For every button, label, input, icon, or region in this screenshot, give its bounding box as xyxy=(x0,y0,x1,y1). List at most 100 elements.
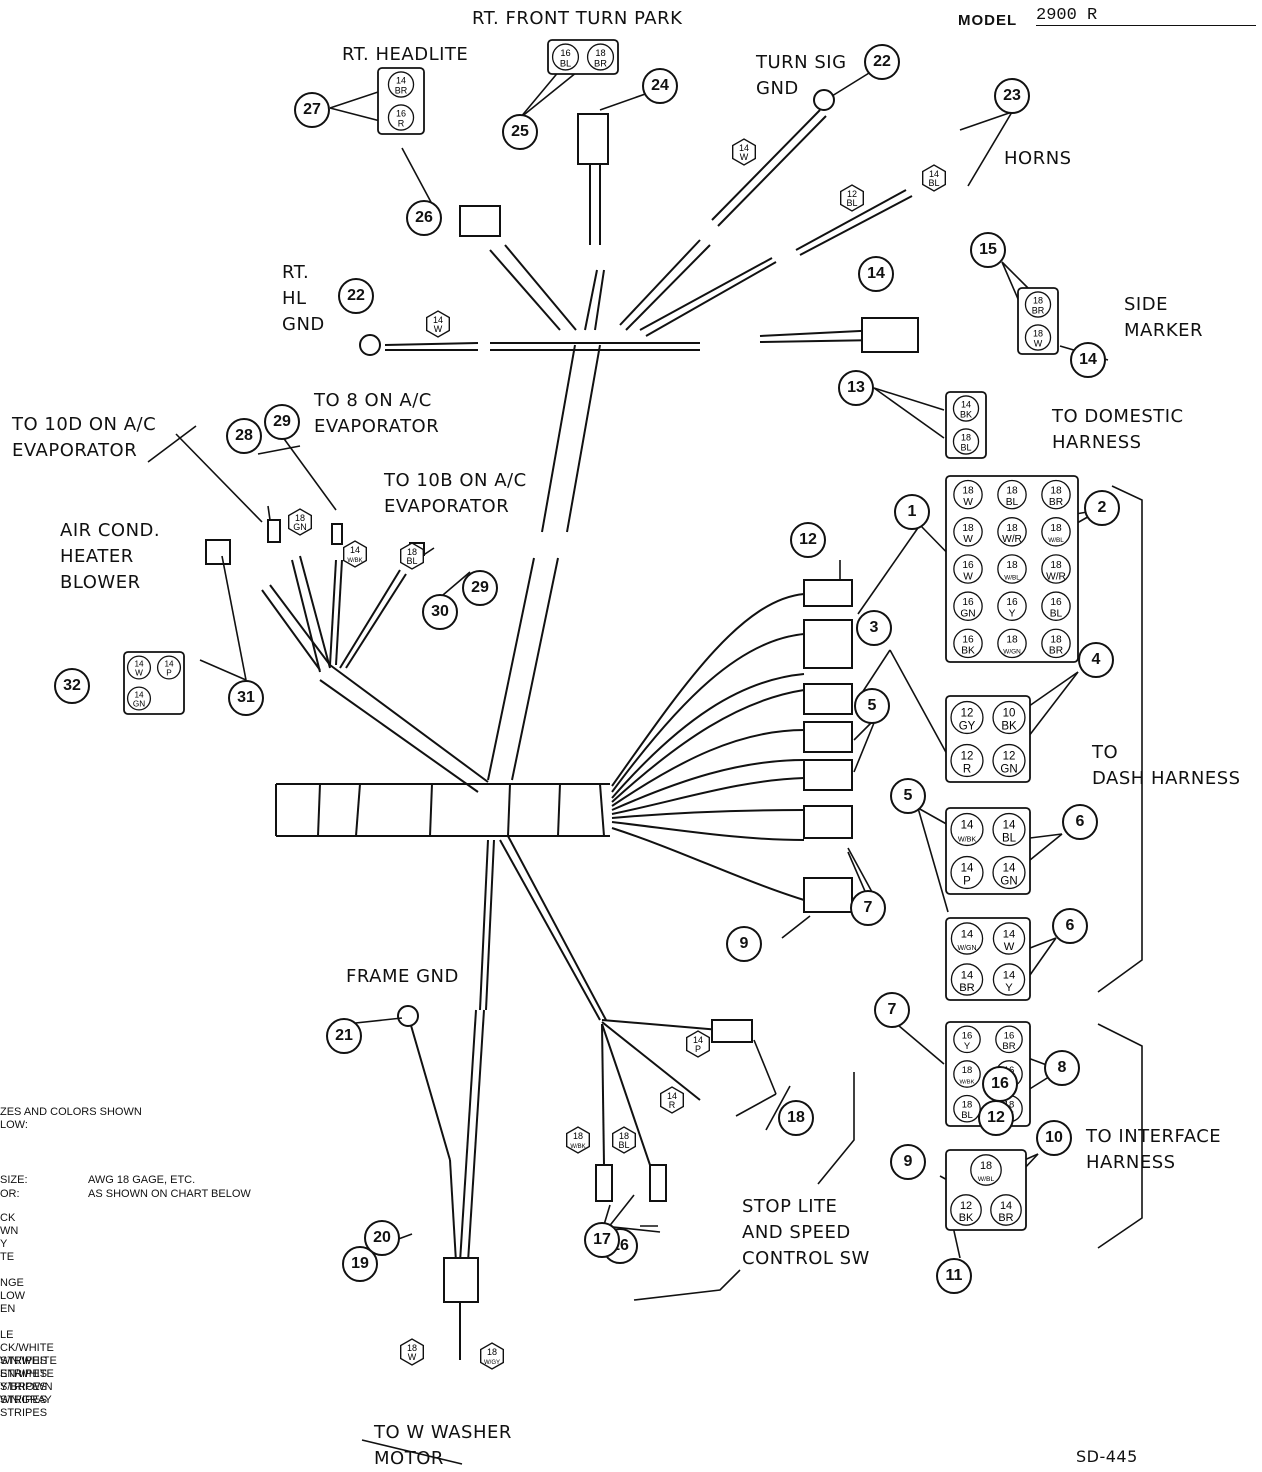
harness-wire xyxy=(291,559,321,673)
harness-wire xyxy=(507,783,511,837)
connector-body xyxy=(443,1257,479,1303)
wire-tag-text: 14 xyxy=(667,1091,677,1101)
connector-pin: 14P xyxy=(950,855,984,890)
connector-pin: 18W/BK xyxy=(953,1060,981,1088)
svg-text:18: 18 xyxy=(962,1065,973,1076)
svg-text:W/BL: W/BL xyxy=(978,1176,995,1183)
connector-pin: 18W/BL xyxy=(970,1154,1002,1186)
svg-text:14: 14 xyxy=(961,970,973,982)
connector-pin: 14W xyxy=(992,922,1026,955)
harness-wire xyxy=(339,569,401,669)
ring-terminal xyxy=(359,334,381,356)
wire-tag-text: P xyxy=(695,1044,701,1054)
legend-entry: WN/WHITE STRIPES xyxy=(0,1355,57,1380)
harness-wire xyxy=(335,559,343,666)
harness-wire xyxy=(611,809,805,819)
callout-27: 27 xyxy=(294,92,330,128)
legend-intro: ZES AND COLORS SHOWN LOW: xyxy=(0,1106,142,1131)
svg-text:14: 14 xyxy=(961,929,973,941)
svg-text:14: 14 xyxy=(164,660,174,669)
connector-body xyxy=(577,113,609,165)
legend-entry: EN/WHITE STRIPES xyxy=(0,1368,54,1393)
svg-text:BR: BR xyxy=(1032,306,1045,316)
harness-wire xyxy=(467,1009,485,1263)
callout-5: 5 xyxy=(854,688,890,724)
svg-text:16: 16 xyxy=(1006,597,1018,608)
label-rt-headlite: RT. HEADLITE xyxy=(342,44,469,65)
svg-text:W: W xyxy=(1034,339,1043,349)
legend-entry: EN xyxy=(0,1303,16,1315)
harness-wire xyxy=(261,589,321,671)
harness-wire xyxy=(601,1023,651,1166)
svg-text:14: 14 xyxy=(396,76,406,86)
callout-23: 23 xyxy=(994,78,1030,114)
callout-12: 12 xyxy=(978,1100,1014,1136)
svg-text:P: P xyxy=(963,875,971,887)
label-to-interface-harness: TO INTERFACE HARNESS xyxy=(1086,1126,1222,1173)
harness-wire xyxy=(611,633,805,793)
svg-text:Y: Y xyxy=(1009,609,1016,620)
leader-line xyxy=(519,69,561,119)
bracket-line xyxy=(1097,485,1143,993)
svg-text:18: 18 xyxy=(1006,523,1018,534)
wire-tag-t18wgy_wash: 18W/GY xyxy=(480,1342,504,1370)
wire-tag-text: W xyxy=(740,152,749,162)
svg-text:BR: BR xyxy=(959,982,975,994)
callout-1: 1 xyxy=(894,494,930,530)
legend-entry: NGE xyxy=(0,1277,24,1289)
leader-line xyxy=(361,1439,463,1465)
harness-wire xyxy=(711,109,821,221)
svg-text:BK: BK xyxy=(959,1212,974,1224)
label-to-domestic-harness: TO DOMESTIC HARNESS xyxy=(1052,406,1184,453)
svg-text:12: 12 xyxy=(961,751,974,763)
callout-17: 17 xyxy=(584,1222,620,1258)
connector-pin: 18W/R xyxy=(1041,554,1071,584)
harness-wire xyxy=(619,239,701,326)
svg-text:18: 18 xyxy=(1050,634,1062,645)
svg-text:18: 18 xyxy=(980,1160,992,1172)
callout-29: 29 xyxy=(462,570,498,606)
svg-text:BK: BK xyxy=(960,410,972,420)
legend-entry: CK/WHITE STRIPES xyxy=(0,1342,54,1367)
connector-pin: 18W xyxy=(1024,324,1052,351)
connector-pin: 16W xyxy=(953,554,983,584)
callout-15: 15 xyxy=(970,232,1006,268)
svg-text:10: 10 xyxy=(1003,708,1016,720)
connector-pin: 16Y xyxy=(997,591,1027,621)
legend-color-value: AS SHOWN ON CHART BELOW xyxy=(88,1188,251,1200)
legend-size-label: SIZE: xyxy=(0,1174,28,1186)
callout-5: 5 xyxy=(890,778,926,814)
harness-wire xyxy=(795,189,907,251)
callout-28: 28 xyxy=(226,418,262,454)
svg-text:BR: BR xyxy=(998,1212,1013,1224)
connector-pin: 18W/BL xyxy=(997,554,1027,584)
callout-20: 20 xyxy=(364,1220,400,1256)
label-turn-sig-gnd: TURN SIG GND xyxy=(756,52,847,99)
callout-10: 10 xyxy=(1036,1120,1072,1156)
svg-text:W: W xyxy=(963,534,973,545)
wire-tag-t14w_turn: 14W xyxy=(732,138,756,166)
connector-body xyxy=(803,683,853,715)
harness-wire xyxy=(625,244,711,331)
wire-tag-text: GN xyxy=(293,522,307,532)
connector-pin: 14P xyxy=(156,655,182,680)
label-side-marker: SIDE MARKER xyxy=(1124,294,1204,341)
leader-line xyxy=(519,67,583,119)
harness-wire xyxy=(611,827,805,901)
leader-line xyxy=(857,524,921,615)
harness-wire xyxy=(409,1021,451,1161)
harness-wire xyxy=(566,344,601,533)
label-to-10d: TO 10D ON A/C EVAPORATOR xyxy=(12,414,157,461)
harness-wire xyxy=(599,783,605,837)
callout-14: 14 xyxy=(858,256,894,292)
bracket-line xyxy=(765,1085,791,1131)
svg-text:P: P xyxy=(166,669,172,678)
